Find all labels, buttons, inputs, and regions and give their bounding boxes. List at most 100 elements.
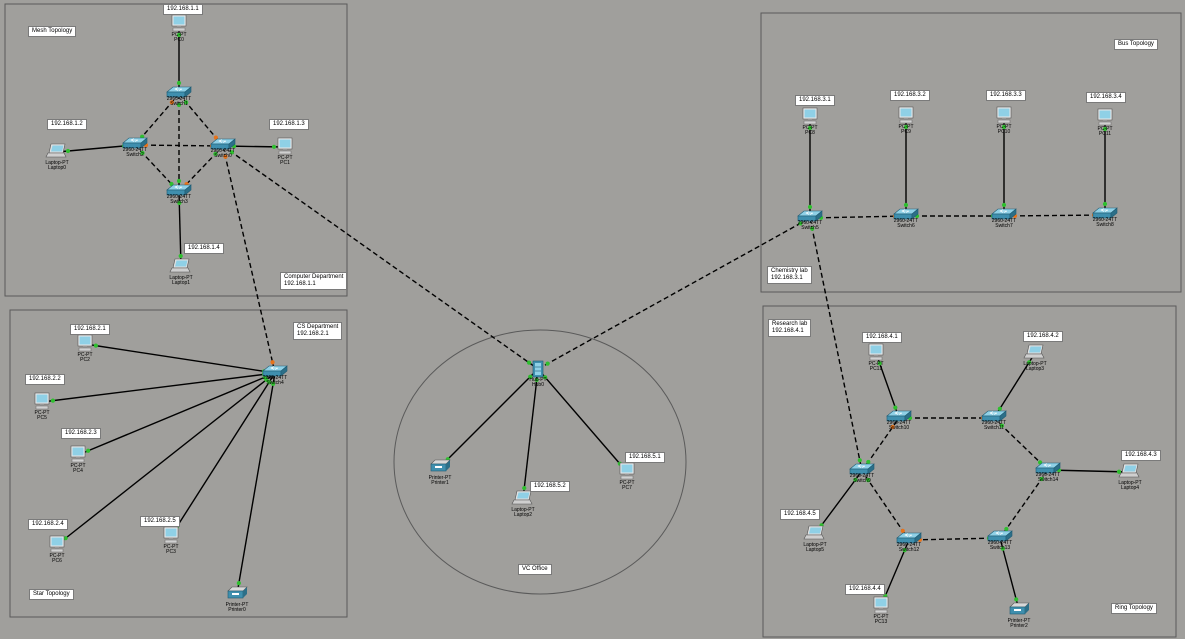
pc12-pc-icon[interactable] xyxy=(868,343,884,361)
pc10-ip-label[interactable]: 192.168.3.3 xyxy=(986,90,1026,101)
pc9-ip-label[interactable]: 192.168.3.2 xyxy=(890,90,930,101)
link-sw5-sw6[interactable] xyxy=(809,215,907,219)
lap0-ip-label[interactable]: 192.168.1.2 xyxy=(47,119,87,130)
lap2-ip-label[interactable]: 192.168.5.2 xyxy=(530,481,570,492)
lap0-laptop-icon[interactable] xyxy=(45,143,67,158)
pc10-pc-icon[interactable] xyxy=(996,106,1012,124)
device-model: PC-PT xyxy=(49,553,65,559)
link-sw12-sw9[interactable] xyxy=(861,470,910,541)
sw0-switch-icon[interactable] xyxy=(210,138,236,150)
sw3-switch-icon[interactable] xyxy=(166,184,192,196)
pc0-ip-label[interactable]: 192.168.1.1 xyxy=(163,4,203,15)
pc13-pc-icon[interactable] xyxy=(873,596,889,614)
hub0-hub-icon[interactable] xyxy=(532,360,544,378)
star-topology-label[interactable]: Star Topology xyxy=(29,589,74,600)
sw14-switch-icon[interactable] xyxy=(1035,462,1061,474)
pc4-ip-label[interactable]: 192.168.2.3 xyxy=(61,428,101,439)
pc7-ip-label[interactable]: 192.168.5.1 xyxy=(625,452,665,463)
port-status-dot xyxy=(177,200,182,206)
sw2-switch-icon[interactable] xyxy=(122,137,148,149)
device-model: 2960-24TT xyxy=(886,420,912,426)
pc3-pc-icon[interactable] xyxy=(163,526,179,544)
cs-department-label[interactable]: CS Department 192.168.2.1 xyxy=(293,322,343,340)
pc11-pc-icon[interactable] xyxy=(1097,108,1113,126)
sw1-switch-icon[interactable] xyxy=(166,86,192,98)
lap2-laptop-icon[interactable] xyxy=(511,490,533,505)
link-pc4-sw4[interactable] xyxy=(77,372,276,456)
link-printer0-sw4[interactable] xyxy=(236,372,276,595)
sw7-switch-icon[interactable] xyxy=(991,208,1017,220)
sw13-switch-icon[interactable] xyxy=(987,530,1013,542)
pc2-ip-label[interactable]: 192.168.2.1 xyxy=(70,324,110,335)
link-sw0-sw4[interactable] xyxy=(222,145,276,374)
link-sw14-lap4[interactable] xyxy=(1047,469,1131,473)
pc0-pc-icon[interactable] xyxy=(171,14,187,32)
link-sw9-lap5[interactable] xyxy=(814,470,863,535)
link-sw0-hub0[interactable] xyxy=(222,145,539,370)
link-pc6-sw4[interactable] xyxy=(56,372,276,546)
sw11-switch-icon[interactable] xyxy=(981,410,1007,422)
pc8-pc-icon[interactable] xyxy=(802,107,818,125)
lap4-laptop-icon[interactable] xyxy=(1118,463,1140,478)
vc-office-label[interactable]: VC Office xyxy=(518,564,552,575)
port-status-dot xyxy=(526,360,532,365)
ring-topology-label[interactable]: Ring Topology xyxy=(1111,603,1157,614)
lap4-ip-label[interactable]: 192.168.4.3 xyxy=(1121,450,1161,461)
mesh-topology-label[interactable]: Mesh Topology xyxy=(28,26,77,37)
computer-department-label[interactable]: Computer Department 192.168.1.1 xyxy=(280,272,348,290)
sw4-switch-icon[interactable] xyxy=(262,365,288,377)
pc12-ip-label[interactable]: 192.168.4.1 xyxy=(862,332,902,343)
printer0-printer-icon[interactable] xyxy=(227,586,248,599)
link-pc3-sw4[interactable] xyxy=(170,372,276,537)
bus-topology-label[interactable]: Bus Topology xyxy=(1114,39,1158,50)
port-status-dot xyxy=(890,424,895,430)
pc13-ip-label[interactable]: 192.168.4.4 xyxy=(845,584,885,595)
printer1-printer-icon[interactable] xyxy=(430,459,451,472)
link-sw2-sw0[interactable] xyxy=(134,144,224,147)
link-sw5-sw9[interactable] xyxy=(809,217,863,472)
sw5-switch-icon[interactable] xyxy=(797,210,823,222)
pc2-pc-icon[interactable] xyxy=(77,334,93,352)
pc1-ip-label[interactable]: 192.168.1.3 xyxy=(269,119,309,130)
pc5-ip-label[interactable]: 192.168.2.2 xyxy=(25,374,65,385)
pc9-pc-icon[interactable] xyxy=(898,106,914,124)
pc4-pc-icon[interactable] xyxy=(70,445,86,463)
sw10-switch-icon[interactable] xyxy=(886,410,912,422)
sw9-switch-icon[interactable] xyxy=(849,463,875,475)
link-sw13-sw12[interactable] xyxy=(908,537,1001,541)
sw6-switch-icon[interactable] xyxy=(893,208,919,220)
pc6-pc-icon[interactable] xyxy=(49,535,65,553)
link-hub0-sw5[interactable] xyxy=(537,217,811,370)
pc6-ip-label[interactable]: 192.168.2.4 xyxy=(28,519,68,530)
pc3-ip-label[interactable]: 192.168.2.5 xyxy=(140,516,180,527)
lap3-laptop-icon[interactable] xyxy=(1023,344,1045,359)
pc8-ip-label[interactable]: 192.168.3.1 xyxy=(795,95,835,106)
lap3-ip-label[interactable]: 192.168.4.2 xyxy=(1023,331,1063,342)
device-name: Switch1 xyxy=(170,101,188,107)
link-hub0-printer1[interactable] xyxy=(439,368,539,468)
printer2-printer-icon[interactable] xyxy=(1009,602,1030,615)
pc7-pc-icon[interactable] xyxy=(619,462,635,480)
link-pc5-sw4[interactable] xyxy=(41,372,276,403)
research-lab-label[interactable]: Research lab 192.168.4.1 xyxy=(768,319,812,337)
sw8-switch-icon[interactable] xyxy=(1092,207,1118,219)
chemistry-lab-label[interactable]: Chemistry lab 192.168.3.1 xyxy=(767,266,812,284)
sw12-switch-icon[interactable] xyxy=(896,532,922,544)
link-hub0-lap2[interactable] xyxy=(522,368,539,500)
pc5-pc-icon[interactable] xyxy=(34,392,50,410)
link-sw14-sw13[interactable] xyxy=(999,469,1049,539)
link-sw7-sw8[interactable] xyxy=(1003,214,1106,217)
pc11-ip-label[interactable]: 192.168.3.4 xyxy=(1086,92,1126,103)
pc1-pc-icon[interactable] xyxy=(277,137,293,155)
lap1-laptop-icon[interactable] xyxy=(169,258,191,273)
lap5-laptop-icon[interactable] xyxy=(803,525,825,540)
link-hub0-pc7[interactable] xyxy=(537,368,628,473)
lap1-ip-label[interactable]: 192.168.1.4 xyxy=(184,243,224,254)
lap5-ip-label[interactable]: 192.168.4.5 xyxy=(780,509,820,520)
link-pc2-sw4[interactable] xyxy=(84,343,276,374)
